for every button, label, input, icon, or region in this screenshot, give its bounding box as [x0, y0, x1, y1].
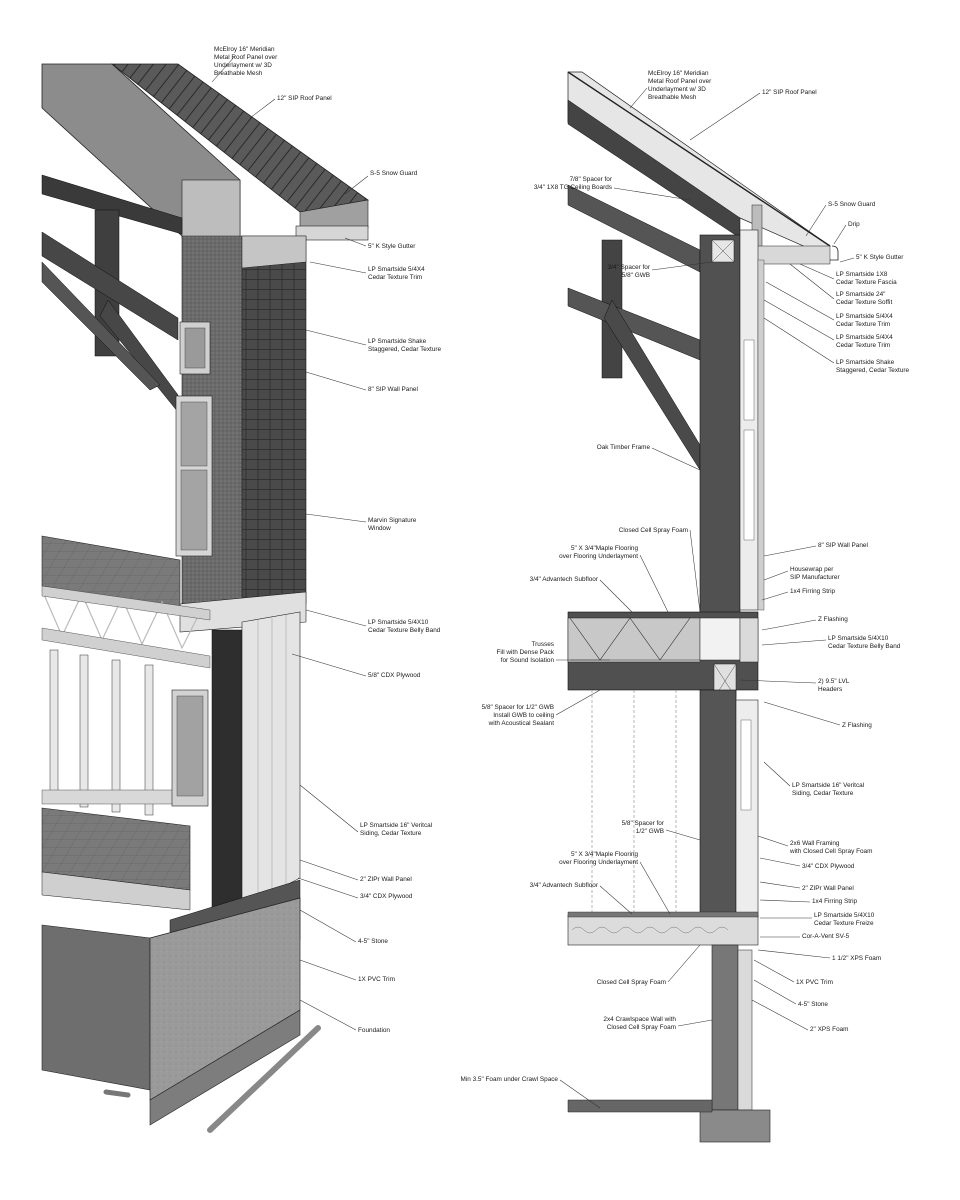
label-belly-band: LP Smartside 5/4X10 Cedar Texture Belly … — [368, 619, 441, 634]
shake-siding — [241, 235, 307, 617]
soffit — [755, 245, 831, 265]
label-r-gwb-spacer-3-4: 3/4" Spacer for 5/8" GWB — [607, 264, 650, 279]
label-r-firring-lower: 1x4 Firring Strip — [812, 898, 858, 905]
label-r-belly-band: LP Smartside 5/4X10 Cedar Texture Belly … — [828, 635, 901, 650]
label-r-wall-framing: 2x6 Wall Framing with Closed Cell Spray … — [790, 840, 873, 855]
label-r-crawlspace-wall: 2x4 Crawlspace Wall with Closed Cell Spr… — [603, 1016, 676, 1031]
label-pvc-trim: 1X PVC Trim — [358, 976, 395, 983]
label-r-pvc-trim: 1X PVC Trim — [796, 979, 833, 986]
label-r-firring-upper: 1x4 Firring Strip — [790, 588, 836, 595]
label-r-sip-roof-panel: 12" SIP Roof Panel — [762, 89, 817, 96]
label-r-gwb-spacer-5-8-upper: 5/8" Spacer for 1/2" GWB Install GWB to … — [481, 704, 554, 727]
crawlspace — [41, 924, 151, 1091]
right-wall-section — [567, 71, 839, 1143]
label-r-zip-wall-panel: 2" ZIPr Wall Panel — [802, 885, 854, 892]
label-r-cdx-plywood: 3/4" CDX Plywood — [802, 863, 855, 870]
label-snow-guard: S-5 Snow Guard — [370, 170, 418, 177]
label-r-soffit: LP Smartside 24" Cedar Texture Soffit — [836, 291, 893, 306]
label-stone: 4-5" Stone — [358, 938, 388, 945]
gutter-profile — [828, 245, 839, 261]
label-r-crawl-foam: Min 3.5" Foam under Crawl Space — [460, 1076, 558, 1083]
label-r-xps-2: 2" XPS Foam — [810, 1026, 849, 1033]
label-r-shake-siding: LP Smartside Shake Staggered, Cedar Text… — [836, 359, 910, 374]
label-r-advantech-lower: 3/4" Advantech Subfloor — [529, 882, 598, 889]
label-r-maple-flooring-upper: 5" X 3/4"Maple Flooring over Flooring Un… — [559, 545, 638, 560]
label-r-snow-guard: S-5 Snow Guard — [828, 201, 876, 208]
foundation-footing — [699, 1109, 771, 1143]
label-trim-5-4x4: LP Smartside 5/4X4 Cedar Texture Trim — [368, 266, 425, 281]
label-r-spray-foam-upper: Closed Cell Spray Foam — [618, 527, 688, 534]
gutter — [295, 225, 369, 241]
label-cdx-plywood-3-4: 3/4" CDX Plywood — [360, 893, 413, 900]
label-r-oak-timber-frame: Oak Timber Frame — [596, 444, 650, 451]
label-marvin-window: Marvin Signature Window — [368, 517, 417, 532]
label-r-trim-5-4x4-a: LP Smartside 5/4X4 Cedar Texture Trim — [836, 313, 893, 328]
lower-wall-framing — [699, 689, 737, 919]
label-r-freize: LP Smartside 5/4X10 Cedar Texture Freize — [814, 912, 875, 927]
label-r-sip-wall-panel: 8" SIP Wall Panel — [818, 542, 868, 549]
label-r-z-flashing-upper: Z Flashing — [818, 616, 848, 623]
label-r-vertical-siding: LP Smartside 16" Veritcal Siding, Cedar … — [792, 782, 865, 797]
label-r-fascia: LP Smartside 1X8 Cedar Texture Fascia — [836, 271, 897, 286]
label-r-maple-flooring-lower: 5" X 3/4"Maple Flooring over Flooring Un… — [559, 851, 638, 866]
left-axonometric-section — [41, 63, 370, 1133]
label-r-stone: 4-5" Stone — [798, 1001, 828, 1008]
label-r-housewrap: Housewrap per SIP Manufacturer — [790, 566, 840, 581]
label-r-cor-a-vent: Cor-A-Vent SV-5 — [802, 933, 850, 940]
lower-floor-section — [567, 914, 759, 946]
label-r-metal-roof-panel: McElroy 16" Meridian Metal Roof Panel ov… — [648, 70, 712, 101]
oak-timber-post — [699, 234, 741, 616]
label-r-ceiling-spacer: 7/8" Spacer for 3/4" 1X8 TG Ceiling Boar… — [533, 176, 612, 191]
crawlspace-wall — [711, 944, 739, 1111]
label-cdx-plywood-5-8: 5/8" CDX Plywood — [368, 672, 421, 679]
label-r-z-flashing-lower: Z Flashing — [842, 722, 872, 729]
label-gutter: 5" K Style Gutter — [368, 243, 416, 250]
crawl-floor-foam — [567, 1099, 713, 1113]
label-r-gwb-spacer-5-8-lower: 5/8" Spacer for 1/2" GWB — [621, 820, 664, 835]
label-r-drip: Drip — [848, 221, 860, 228]
label-r-advantech-upper: 3/4" Advantech Subfloor — [529, 576, 598, 583]
label-foundation: Foundation — [358, 1027, 390, 1034]
leader-lines — [211, 55, 855, 1109]
label-r-xps-1-5: 1 1/2" XPS Foam — [832, 955, 882, 962]
drain-pipe — [207, 1025, 321, 1133]
label-zip-wall-panel: 2" ZIPr Wall Panel — [360, 876, 412, 883]
label-r-spray-foam-lower: Closed Cell Spray Foam — [596, 979, 666, 986]
vertical-siding — [241, 611, 301, 909]
label-r-gutter: 5" K Style Gutter — [856, 254, 904, 261]
label-metal-roof-panel: McElroy 16" Meridian Metal Roof Panel ov… — [214, 46, 278, 77]
label-shake-siding: LP Smartside Shake Staggered, Cedar Text… — [368, 338, 442, 353]
label-sip-roof-panel: 12" SIP Roof Panel — [277, 95, 332, 102]
label-r-trim-5-4x4-b: LP Smartside 5/4X4 Cedar Texture Trim — [836, 334, 893, 349]
label-vertical-siding: LP Smartside 16" Veritcal Siding, Cedar … — [360, 822, 433, 837]
label-r-trusses: Trusses Fill with Dense Pack for Sound I… — [496, 641, 554, 664]
label-r-lvl-headers: 2) 9.5" LVL Headers — [818, 678, 850, 693]
label-sip-wall-panel: 8" SIP Wall Panel — [368, 386, 418, 393]
